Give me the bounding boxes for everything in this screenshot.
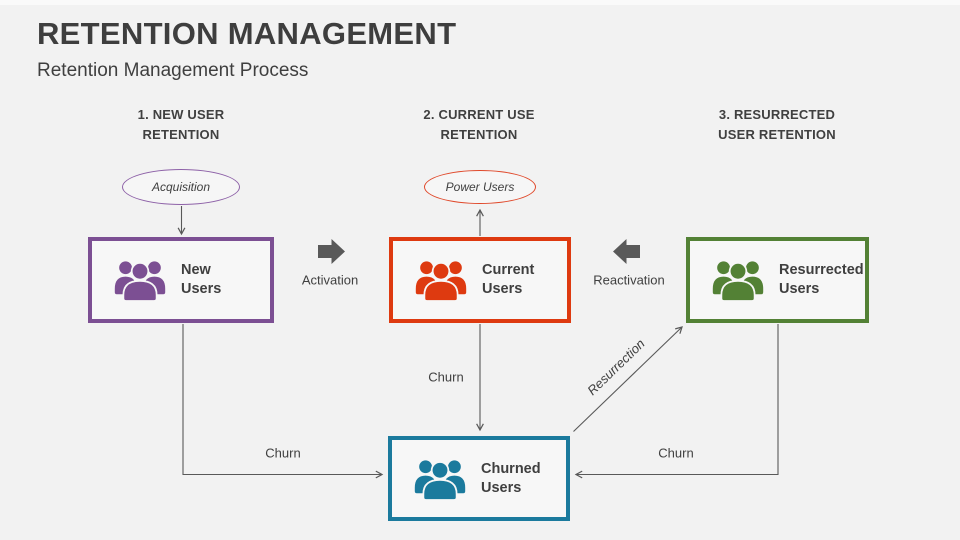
node-churned-users: Churned Users <box>388 436 570 521</box>
column-header-new-user-retention: 1. NEW USER RETENTION <box>96 105 266 145</box>
node-label: Resurrected Users <box>779 261 864 299</box>
column-header-line: 1. NEW USER <box>137 107 225 122</box>
column-header-line: RETENTION <box>142 127 220 142</box>
activation-block-arrow-icon <box>318 239 345 264</box>
reactivation-label: Reactivation <box>593 272 665 288</box>
oval-label: Acquisition <box>151 180 211 194</box>
node-label-line: Resurrected <box>779 262 864 278</box>
users-icon <box>413 458 467 501</box>
connector-churned-to-resurrected <box>573 326 683 432</box>
node-new-users: New Users <box>88 237 274 323</box>
activation-label: Activation <box>301 272 359 288</box>
users-icon <box>113 260 167 302</box>
column-header-resurrected-user-retention: 3. RESURRECTED USER RETENTION <box>692 105 862 145</box>
node-label-line: Churned <box>481 460 541 477</box>
node-current-users: Current Users <box>389 237 571 323</box>
oval-acquisition: Acquisition <box>122 169 240 205</box>
node-label-line: Current <box>482 262 535 278</box>
node-label: Current Users <box>482 261 534 299</box>
column-header-line: 3. RESURRECTED <box>718 107 836 122</box>
reactivation-block-arrow-icon <box>613 239 640 264</box>
column-header-line: USER RETENTION <box>718 127 836 142</box>
slide-top-edge <box>0 0 960 5</box>
column-header-line: 2. CURRENT USE <box>423 107 535 122</box>
churn-label-new-to-churned: Churn <box>265 445 301 461</box>
node-label-line: Users <box>481 479 522 496</box>
churn-label-resurrected-to-churned: Churn <box>658 445 694 461</box>
page-title: RETENTION MANAGEMENT <box>37 16 457 51</box>
users-icon <box>711 260 765 302</box>
node-label-line: Users <box>779 281 820 297</box>
page-subtitle: Retention Management Process <box>37 60 309 81</box>
resurrection-label: Resurrection <box>584 336 648 398</box>
oval-label: Power Users <box>445 180 515 194</box>
churn-label-current-to-churned: Churn <box>428 369 464 385</box>
node-label-line: New <box>181 262 211 278</box>
users-icon <box>414 260 468 302</box>
node-label-line: Users <box>482 281 523 297</box>
node-label: New Users <box>181 261 221 299</box>
oval-power-users: Power Users <box>424 170 536 204</box>
node-label: Churned Users <box>481 460 541 498</box>
node-resurrected-users: Resurrected Users <box>686 237 869 323</box>
node-label-line: Users <box>181 281 222 297</box>
column-header-line: RETENTION <box>440 127 518 142</box>
column-header-current-use-retention: 2. CURRENT USE RETENTION <box>394 105 564 145</box>
